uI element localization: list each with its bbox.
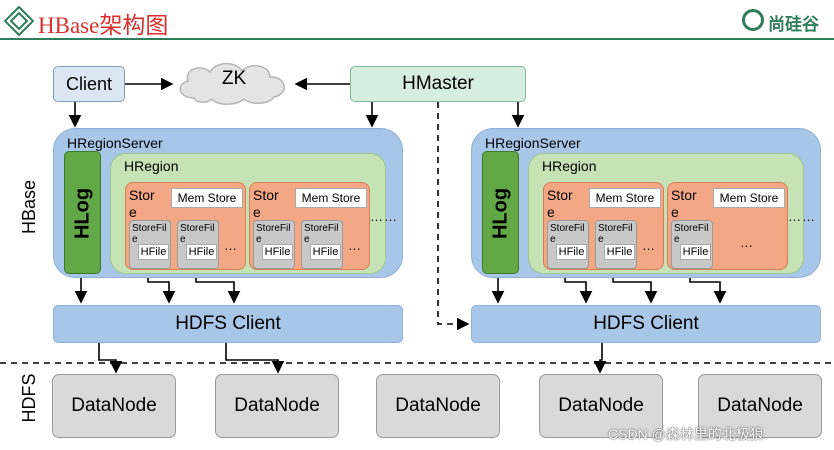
- storefile-label: StoreFil e: [256, 223, 291, 245]
- storefile-label: StoreFil e: [180, 223, 215, 245]
- more-storefiles-indicator: …: [348, 238, 362, 253]
- hfile-box: HFile: [138, 244, 169, 260]
- left-region-server: HRegionServer HLog HRegion Stor e Mem St…: [53, 128, 403, 278]
- more-storefiles-indicator: …: [224, 238, 238, 253]
- store-label: Stor e: [547, 187, 573, 220]
- brand-logo-icon: [742, 9, 764, 31]
- datanode-box: DataNode: [376, 374, 500, 438]
- hlog-box: HLog: [64, 151, 101, 274]
- hfile-box: HFile: [186, 244, 217, 260]
- hfile-box: HFile: [604, 244, 635, 260]
- storefile-label: StoreFil e: [304, 223, 339, 245]
- store-box: Stor e Mem Store StoreFil e HFile …: [667, 182, 788, 270]
- hlog-label: HLog: [71, 187, 94, 240]
- store-box: Stor e Mem Store StoreFil e HFile StoreF…: [125, 182, 246, 270]
- hbase-side-label: HBase: [19, 179, 39, 235]
- store-box: Stor e Mem Store StoreFil e HFile StoreF…: [249, 182, 370, 270]
- more-stores-indicator: ……: [370, 209, 398, 224]
- store-label: Stor e: [129, 187, 155, 220]
- hdfs-side-label: HDFS: [19, 373, 39, 423]
- storefile-label: StoreFil e: [674, 223, 709, 245]
- hregion-label: HRegion: [124, 158, 179, 174]
- header-logo-icon: [3, 5, 35, 37]
- hfile-box: HFile: [556, 244, 587, 260]
- storefile-box: StoreFil e HFile: [595, 220, 637, 269]
- datanode-box: DataNode: [52, 374, 176, 438]
- memstore-box: Mem Store: [713, 188, 785, 208]
- client-box: Client: [53, 66, 125, 102]
- storefile-box: StoreFil e HFile: [129, 220, 171, 269]
- right-region-server: HRegionServer HLog HRegion Stor e Mem St…: [471, 128, 821, 278]
- storefile-box: StoreFil e HFile: [671, 220, 713, 269]
- storefile-label: StoreFil e: [550, 223, 585, 245]
- store-label: Stor e: [253, 187, 279, 220]
- more-stores-indicator: ……: [788, 209, 816, 224]
- datanode-box: DataNode: [539, 374, 663, 438]
- cloud-icon: [179, 62, 285, 105]
- title-divider: [0, 38, 834, 40]
- storefile-box: StoreFil e HFile: [301, 220, 343, 269]
- memstore-box: Mem Store: [589, 188, 661, 208]
- more-storefiles-indicator: …: [740, 235, 754, 250]
- storefile-label: StoreFil e: [132, 223, 167, 245]
- hregion-box: HRegion Stor e Mem Store StoreFil e HFil…: [110, 153, 386, 274]
- hlog-box: HLog: [482, 151, 519, 274]
- hregion-box: HRegion Stor e Mem Store StoreFil e HFil…: [528, 153, 804, 274]
- memstore-box: Mem Store: [171, 188, 243, 208]
- datanode-box: DataNode: [215, 374, 339, 438]
- storefile-box: StoreFil e HFile: [253, 220, 295, 269]
- storefile-label: StoreFil e: [598, 223, 633, 245]
- hfile-box: HFile: [310, 244, 341, 260]
- store-label: Stor e: [671, 187, 697, 220]
- zookeeper-cloud: ZK: [172, 58, 296, 106]
- hregion-label: HRegion: [542, 158, 597, 174]
- datanode-box: DataNode: [698, 374, 822, 438]
- zookeeper-label: ZK: [221, 68, 247, 89]
- page-title: HBase架构图: [38, 13, 169, 38]
- source-watermark: CSDN @森林里的北极狼: [608, 426, 764, 442]
- more-storefiles-indicator: …: [642, 238, 656, 253]
- hfile-box: HFile: [680, 244, 711, 260]
- store-box: Stor e Mem Store StoreFil e HFile StoreF…: [543, 182, 664, 270]
- storefile-box: StoreFil e HFile: [547, 220, 589, 269]
- storefile-box: StoreFil e HFile: [177, 220, 219, 269]
- region-server-label: HRegionServer: [485, 135, 581, 151]
- brand-logo-text: 尚硅谷: [768, 15, 819, 34]
- hlog-label: HLog: [489, 187, 512, 240]
- hmaster-box: HMaster: [350, 66, 526, 102]
- hdfs-client-box: HDFS Client: [53, 305, 403, 343]
- region-server-label: HRegionServer: [67, 135, 163, 151]
- hfile-box: HFile: [262, 244, 293, 260]
- memstore-box: Mem Store: [295, 188, 367, 208]
- hdfs-client-box: HDFS Client: [471, 305, 821, 343]
